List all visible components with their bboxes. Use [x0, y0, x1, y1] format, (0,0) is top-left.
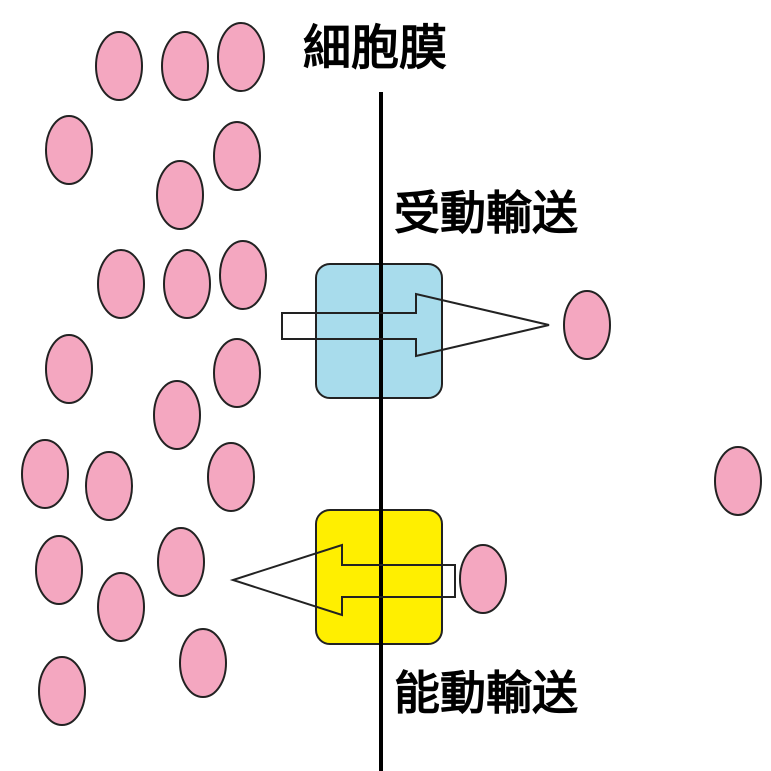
- molecule: [35, 535, 83, 605]
- molecule: [163, 249, 211, 319]
- molecule: [45, 334, 93, 404]
- molecule: [217, 22, 265, 92]
- passive-transport-label: 受動輸送: [394, 186, 578, 240]
- molecule: [563, 290, 611, 360]
- membrane-label: 細胞膜: [303, 20, 448, 76]
- molecule: [95, 31, 143, 101]
- active-transport-label: 能動輸送: [394, 666, 578, 720]
- molecule: [459, 544, 507, 614]
- molecule: [97, 572, 145, 642]
- molecule: [161, 31, 209, 101]
- molecule: [219, 240, 267, 310]
- molecule: [85, 451, 133, 521]
- molecule: [213, 121, 261, 191]
- molecule: [157, 527, 205, 597]
- molecules: [21, 22, 762, 726]
- molecule: [179, 628, 227, 698]
- molecule: [156, 160, 204, 230]
- molecule: [714, 446, 762, 516]
- molecule: [38, 656, 86, 726]
- active-transport-arrow: [229, 543, 456, 617]
- passive-transport-arrow: [281, 292, 550, 358]
- molecule: [45, 115, 93, 185]
- molecule: [153, 380, 201, 450]
- molecule: [97, 249, 145, 319]
- molecule: [21, 439, 69, 509]
- molecule: [213, 338, 261, 408]
- molecule: [207, 442, 255, 512]
